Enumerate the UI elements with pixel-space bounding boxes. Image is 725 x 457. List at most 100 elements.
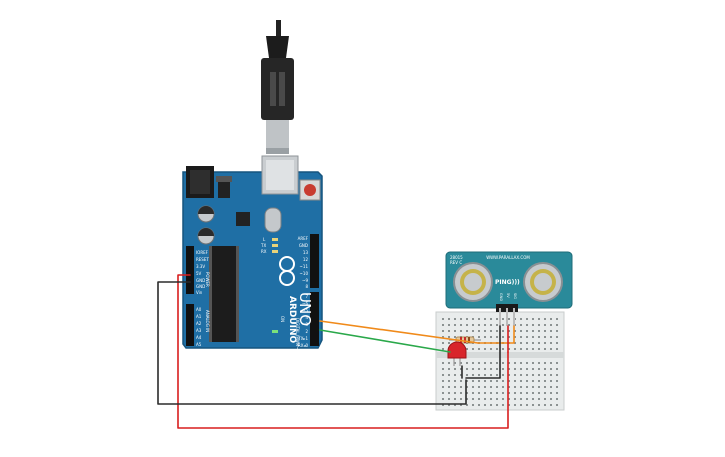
breadboard-hole[interactable] <box>490 404 492 406</box>
breadboard-hole[interactable] <box>508 348 510 350</box>
breadboard-hole[interactable] <box>472 348 474 350</box>
breadboard-hole[interactable] <box>484 324 486 326</box>
breadboard-hole[interactable] <box>496 318 498 320</box>
breadboard-hole[interactable] <box>442 336 444 338</box>
breadboard-hole[interactable] <box>478 404 480 406</box>
breadboard-hole[interactable] <box>526 324 528 326</box>
breadboard-hole[interactable] <box>502 330 504 332</box>
breadboard-hole[interactable] <box>526 368 528 370</box>
breadboard-hole[interactable] <box>502 324 504 326</box>
breadboard-hole[interactable] <box>484 392 486 394</box>
breadboard-hole[interactable] <box>454 374 456 376</box>
breadboard-hole[interactable] <box>550 330 552 332</box>
breadboard-hole[interactable] <box>448 398 450 400</box>
breadboard-hole[interactable] <box>448 386 450 388</box>
breadboard-hole[interactable] <box>532 342 534 344</box>
breadboard-hole[interactable] <box>526 336 528 338</box>
breadboard-hole[interactable] <box>478 380 480 382</box>
breadboard-hole[interactable] <box>472 374 474 376</box>
breadboard-hole[interactable] <box>490 380 492 382</box>
breadboard-hole[interactable] <box>478 386 480 388</box>
breadboard-hole[interactable] <box>538 330 540 332</box>
breadboard-hole[interactable] <box>526 318 528 320</box>
breadboard-hole[interactable] <box>532 324 534 326</box>
breadboard-hole[interactable] <box>478 368 480 370</box>
breadboard-hole[interactable] <box>520 392 522 394</box>
breadboard-hole[interactable] <box>526 374 528 376</box>
breadboard-hole[interactable] <box>496 362 498 364</box>
breadboard-hole[interactable] <box>502 392 504 394</box>
breadboard-hole[interactable] <box>514 392 516 394</box>
breadboard-hole[interactable] <box>532 380 534 382</box>
breadboard-hole[interactable] <box>448 380 450 382</box>
breadboard-hole[interactable] <box>466 330 468 332</box>
breadboard-hole[interactable] <box>538 398 540 400</box>
breadboard-hole[interactable] <box>496 336 498 338</box>
breadboard-hole[interactable] <box>514 374 516 376</box>
wire-black[interactable] <box>157 281 467 405</box>
breadboard-hole[interactable] <box>442 342 444 344</box>
breadboard-hole[interactable] <box>508 368 510 370</box>
breadboard-hole[interactable] <box>448 318 450 320</box>
breadboard-hole[interactable] <box>442 324 444 326</box>
breadboard-hole[interactable] <box>472 392 474 394</box>
breadboard-hole[interactable] <box>544 324 546 326</box>
breadboard-hole[interactable] <box>490 398 492 400</box>
breadboard-hole[interactable] <box>532 348 534 350</box>
breadboard-hole[interactable] <box>508 386 510 388</box>
breadboard-hole[interactable] <box>544 336 546 338</box>
breadboard-hole[interactable] <box>508 318 510 320</box>
breadboard-hole[interactable] <box>442 348 444 350</box>
breadboard-hole[interactable] <box>442 392 444 394</box>
breadboard-hole[interactable] <box>460 368 462 370</box>
breadboard-hole[interactable] <box>490 374 492 376</box>
breadboard-hole[interactable] <box>484 368 486 370</box>
breadboard-hole[interactable] <box>532 386 534 388</box>
breadboard-hole[interactable] <box>460 398 462 400</box>
breadboard-hole[interactable] <box>556 392 558 394</box>
breadboard-hole[interactable] <box>466 318 468 320</box>
breadboard-hole[interactable] <box>544 318 546 320</box>
breadboard-hole[interactable] <box>514 342 516 344</box>
breadboard-hole[interactable] <box>442 362 444 364</box>
breadboard-hole[interactable] <box>496 374 498 376</box>
breadboard-hole[interactable] <box>550 374 552 376</box>
breadboard-hole[interactable] <box>508 330 510 332</box>
breadboard-hole[interactable] <box>442 398 444 400</box>
breadboard-hole[interactable] <box>538 380 540 382</box>
breadboard-hole[interactable] <box>514 398 516 400</box>
breadboard-hole[interactable] <box>466 362 468 364</box>
breadboard-hole[interactable] <box>538 404 540 406</box>
breadboard-hole[interactable] <box>514 330 516 332</box>
breadboard-hole[interactable] <box>448 404 450 406</box>
breadboard-hole[interactable] <box>514 404 516 406</box>
breadboard-hole[interactable] <box>478 362 480 364</box>
breadboard-hole[interactable] <box>466 404 468 406</box>
breadboard-hole[interactable] <box>550 336 552 338</box>
wire-red[interactable] <box>177 274 509 429</box>
breadboard-hole[interactable] <box>544 362 546 364</box>
breadboard-hole[interactable] <box>556 386 558 388</box>
breadboard-hole[interactable] <box>460 318 462 320</box>
breadboard-hole[interactable] <box>514 380 516 382</box>
breadboard-hole[interactable] <box>454 398 456 400</box>
breadboard-hole[interactable] <box>484 318 486 320</box>
breadboard-hole[interactable] <box>520 368 522 370</box>
breadboard-hole[interactable] <box>544 380 546 382</box>
breadboard-hole[interactable] <box>520 380 522 382</box>
breadboard-hole[interactable] <box>520 318 522 320</box>
arduino-board[interactable]: ARDUINO UNO ON IOREF RESET 3.3V 5V GND G… <box>182 155 323 352</box>
breadboard-hole[interactable] <box>478 374 480 376</box>
breadboard-hole[interactable] <box>544 348 546 350</box>
breadboard-hole[interactable] <box>502 348 504 350</box>
breadboard-hole[interactable] <box>520 348 522 350</box>
breadboard-hole[interactable] <box>448 362 450 364</box>
breadboard-hole[interactable] <box>538 336 540 338</box>
breadboard-hole[interactable] <box>502 398 504 400</box>
breadboard-hole[interactable] <box>508 362 510 364</box>
breadboard-hole[interactable] <box>490 324 492 326</box>
breadboard-hole[interactable] <box>532 398 534 400</box>
breadboard-hole[interactable] <box>484 362 486 364</box>
breadboard-hole[interactable] <box>532 374 534 376</box>
breadboard-hole[interactable] <box>448 368 450 370</box>
